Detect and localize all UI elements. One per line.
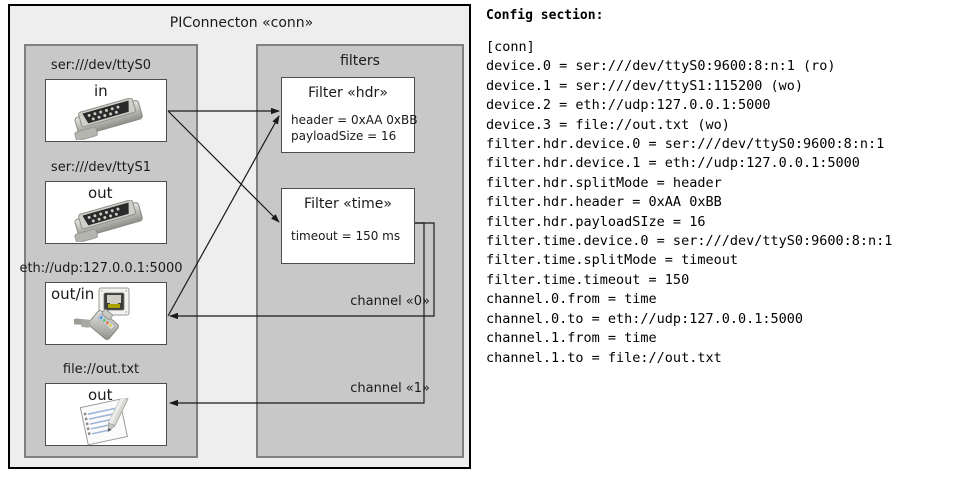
device-label-file: file://out.txt <box>62 362 140 377</box>
device-node-ttys0[interactable]: in <box>45 79 167 142</box>
device-direction-ttys0: in <box>94 82 108 100</box>
filter-node-hdr[interactable]: Filter «hdr» header = 0xAA 0xBB payloadS… <box>281 77 418 153</box>
device-label-ttys0: ser:///dev/ttyS0 <box>50 58 152 73</box>
filters-panel-title: filters <box>340 53 380 69</box>
filter-attr-header: header = 0xAA 0xBB <box>291 113 418 127</box>
edge-channel-0 <box>169 222 435 320</box>
device-node-ttys1[interactable]: out <box>45 181 167 244</box>
edge-channel-1 <box>169 222 425 407</box>
connector-edges <box>167 107 435 407</box>
config-text: [conn] device.0 = ser:///dev/ttyS0:9600:… <box>486 39 893 366</box>
device-label-eth: eth://udp:127.0.0.1:5000 <box>19 261 183 276</box>
serial-port-icon <box>68 199 154 246</box>
filter-attr-payloadsize: payloadSize = 16 <box>291 129 397 143</box>
channel-label-1: channel «1» <box>350 381 430 396</box>
device-direction-ttys1: out <box>88 184 113 202</box>
device-direction-eth: out/in <box>51 285 95 303</box>
config-section: Config section: [conn] device.0 = ser://… <box>482 0 964 484</box>
filter-node-time[interactable]: Filter «time» timeout = 150 ms <box>281 188 415 264</box>
device-direction-file: out <box>88 386 113 404</box>
serial-port-icon <box>68 97 154 144</box>
channel-label-0: channel «0» <box>350 294 430 309</box>
device-node-eth[interactable]: out/in <box>45 282 167 345</box>
filter-title-time: Filter «time» <box>304 196 392 212</box>
device-node-file[interactable]: out <box>45 383 167 446</box>
ethernet-port-icon <box>69 286 160 348</box>
config-heading: Config section: <box>486 8 604 23</box>
page-title: PIConnecton «conn» <box>169 15 314 31</box>
filter-attr-timeout: timeout = 150 ms <box>291 229 401 243</box>
edge-ttys0-to-time <box>167 110 280 223</box>
edge-eth-to-hdr <box>167 115 280 317</box>
filter-title-hdr: Filter «hdr» <box>308 85 388 101</box>
text-file-icon <box>74 395 144 450</box>
device-label-ttys1: ser:///dev/ttyS1 <box>50 160 152 175</box>
